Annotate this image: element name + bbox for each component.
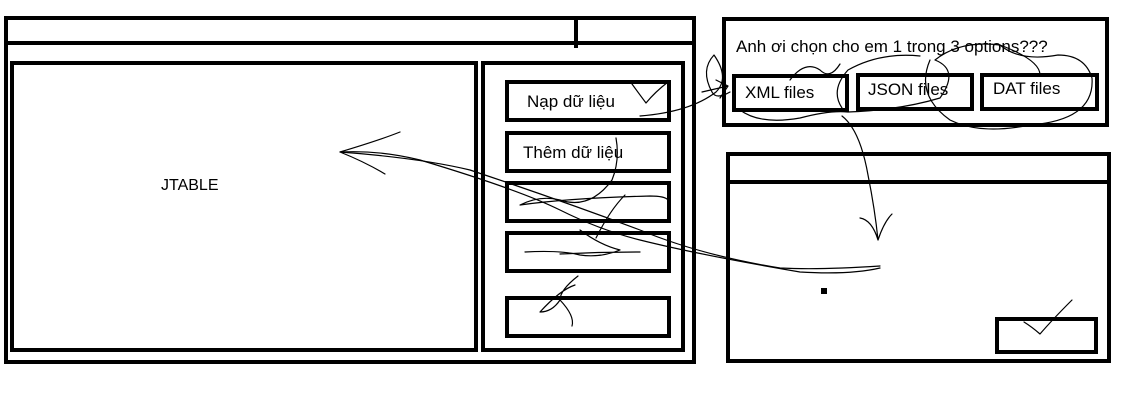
options-prompt: Anh ơi chọn cho em 1 trong 3 options??? xyxy=(736,37,1048,56)
result-ok-button[interactable] xyxy=(995,317,1098,354)
jtable-panel[interactable] xyxy=(10,61,478,352)
dat-files-option-label: DAT files xyxy=(993,79,1061,98)
action-button-5[interactable] xyxy=(505,296,671,338)
result-window-titlebar xyxy=(726,180,1111,184)
json-files-option-label: JSON files xyxy=(868,80,949,99)
result-dot xyxy=(821,288,827,294)
action-button-3[interactable] xyxy=(505,181,671,223)
titlebar-divider xyxy=(574,18,578,48)
load-data-button-label: Nạp dữ liệu xyxy=(527,92,615,111)
add-data-button-label: Thêm dữ liệu xyxy=(523,143,624,162)
xml-files-option-label: XML files xyxy=(745,83,815,102)
main-window-titlebar xyxy=(4,41,696,45)
jtable-label: JTABLE xyxy=(161,177,219,194)
action-button-4[interactable] xyxy=(505,231,671,273)
